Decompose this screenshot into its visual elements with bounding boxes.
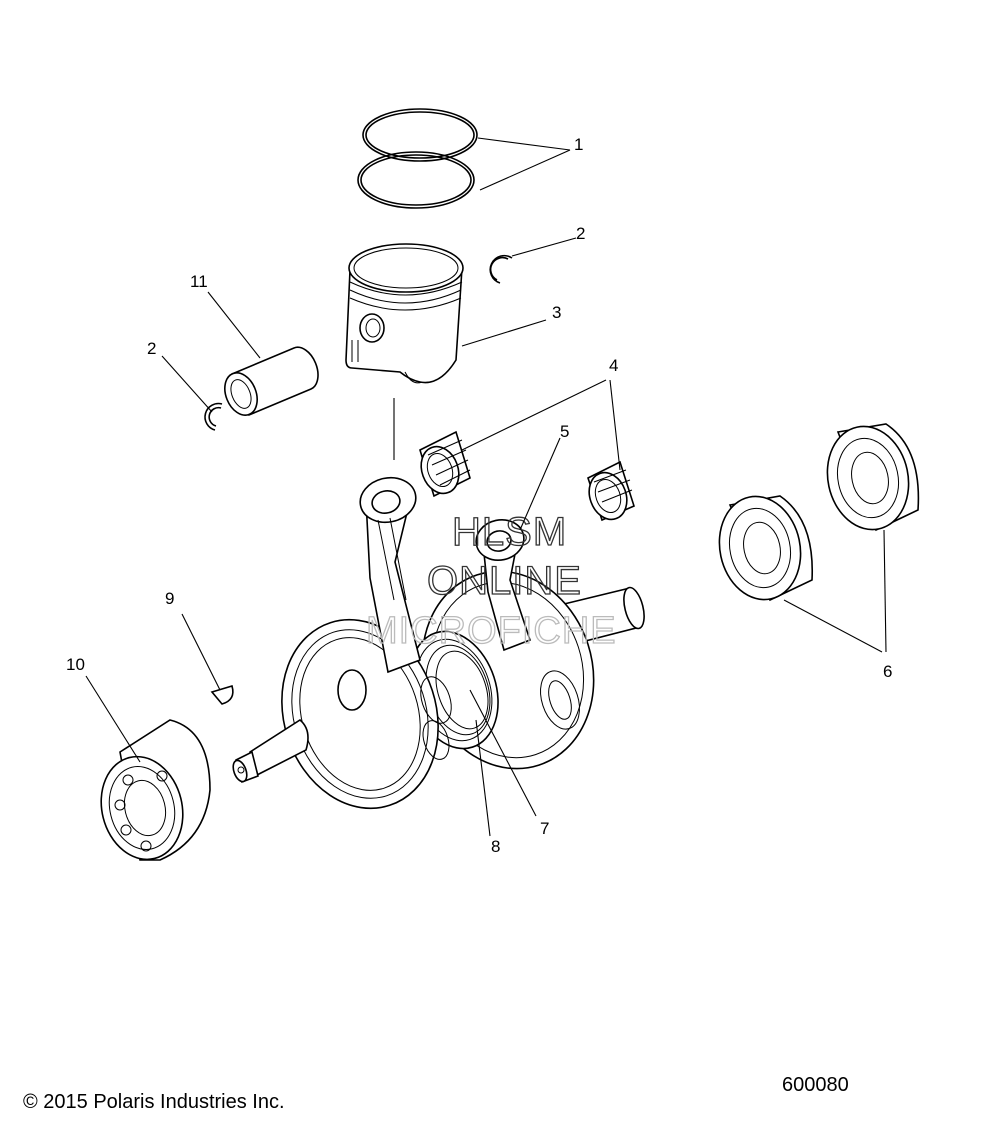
watermark: HLSM ONLINE MICROFICHE <box>365 509 617 652</box>
callout-10: 10 <box>66 655 85 674</box>
callout-6: 6 <box>883 662 892 681</box>
callout-labels: 1 2 2 3 4 5 6 7 8 9 10 11 <box>66 135 892 856</box>
callout-5: 5 <box>560 422 569 441</box>
callout-7: 7 <box>540 819 549 838</box>
needle-bearing-left <box>419 430 471 498</box>
leader-lines <box>85 137 887 837</box>
circlip-left <box>204 402 223 431</box>
watermark-line3: MICROFICHE <box>366 610 617 652</box>
figure-number: 600080 <box>782 1074 849 1096</box>
ball-bearing <box>100 719 211 861</box>
copyright-notice: © 2015 Polaris Industries Inc. <box>23 1091 285 1113</box>
piston <box>345 243 464 384</box>
circlip-right <box>489 254 513 284</box>
woodruff-key <box>210 685 234 705</box>
callout-8: 8 <box>491 837 500 856</box>
callout-11: 11 <box>190 272 208 291</box>
piston-rings <box>357 108 478 209</box>
seal-bearing-rear <box>826 423 920 532</box>
crankshaft-assembly <box>232 476 645 810</box>
watermark-line2: ONLINE <box>427 559 582 603</box>
callout-9: 9 <box>165 589 174 608</box>
seal-bearing-front <box>718 495 814 602</box>
callout-2-right: 2 <box>576 224 585 243</box>
watermark-line1: HLSM <box>452 510 567 554</box>
callout-1: 1 <box>574 135 583 154</box>
needle-bearing-right <box>587 460 635 522</box>
callout-4: 4 <box>609 356 618 375</box>
callout-3: 3 <box>552 303 561 322</box>
callout-2-left: 2 <box>147 339 156 358</box>
wrist-pin <box>224 346 319 417</box>
